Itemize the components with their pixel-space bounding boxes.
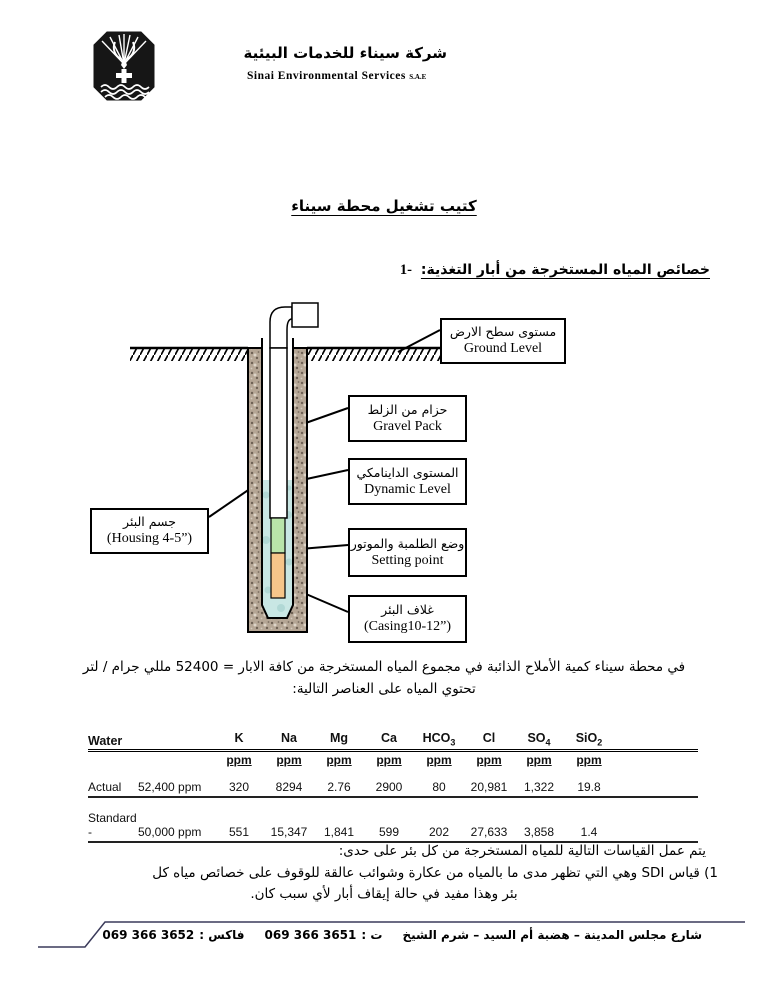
section-number: 1- — [399, 262, 412, 278]
cell-value: 551 — [214, 796, 264, 843]
pump-segment — [270, 517, 286, 554]
callout-gravel-pack: حزام من الزلط Gravel Pack — [348, 395, 467, 442]
unit-ppm: ppm — [376, 752, 402, 767]
cell-value: 19.8 — [564, 766, 614, 798]
row-label: Standard - — [88, 796, 138, 843]
ground-level-arabic: مستوى سطح الارض — [449, 324, 557, 340]
footer-rule — [38, 921, 745, 948]
cell-value: 80 — [414, 766, 464, 798]
row-total: 50,000 ppm — [138, 796, 214, 843]
logo-waves-icon — [100, 84, 150, 100]
housing-arabic: جسم البئر — [123, 514, 176, 530]
callout-ground-level: مستوى سطح الارض Ground Level — [440, 318, 566, 364]
cell-value: 599 — [364, 796, 414, 843]
setting-point-arabic: وضع الطلمبة والموتور — [350, 535, 465, 551]
section-heading-text: خصائص المياه المستخرجة من أبار التغذية: — [420, 262, 710, 278]
footer: شارع مجلس المدينة – هضبة أم السيد – شرم … — [102, 928, 702, 942]
cell-value: 1,841 — [314, 796, 364, 843]
unit-ppm: ppm — [276, 752, 302, 767]
gravel-pack-arabic: حزام من الزلط — [367, 401, 448, 417]
unit-ppm: ppm — [326, 752, 352, 767]
cell-value: 8294 — [264, 766, 314, 798]
footer-rule-line — [38, 921, 745, 948]
company-name-english: Sinai Environmental Services S.A.E — [247, 70, 426, 82]
logo-tree-icon — [101, 34, 147, 65]
tds-line1: في محطة سيناء كمية الأملاح الذائبة في مج… — [82, 659, 686, 675]
cell-value: 20,981 — [464, 766, 514, 798]
col-header-SiO2: SiO2 — [564, 731, 614, 752]
cell-value: 202 — [414, 796, 464, 843]
col-header-Ca: Ca — [364, 731, 414, 752]
casing-arabic: غلاف البئر — [381, 602, 434, 618]
fax-number: 069 366 3652 — [102, 928, 195, 942]
tds-line2: تحتوي المياه على العناصر التالية: — [292, 681, 476, 698]
company-name-english-text: Sinai Environmental Services — [247, 70, 406, 82]
table-header-row: Water K Na Mg Ca HCO3 Cl SO4 SiO2 — [88, 731, 698, 752]
unit-ppm: ppm — [226, 752, 252, 767]
table-row-actual: Actual 52,400 ppm 320 8294 2.76 2900 80 … — [88, 766, 698, 798]
unit-ppm: ppm — [576, 752, 602, 767]
measurements-paragraph: يتم عمل القياسات التالية للمياه المستخرج… — [40, 841, 728, 906]
cell-value: 1,322 — [514, 766, 564, 798]
footer-telephone: ت : 069 366 3651 — [265, 928, 383, 942]
setting-point-english: Setting point — [371, 552, 444, 568]
cell-value: 27,633 — [464, 796, 514, 843]
col-header-Cl: Cl — [464, 731, 514, 752]
wellhead-box — [291, 302, 319, 328]
cell-value: 3,858 — [514, 796, 564, 843]
callout-setting-point: وضع الطلمبة والموتور Setting point — [348, 528, 467, 577]
water-bubbles — [262, 485, 293, 612]
ground-hatch-left — [130, 348, 248, 361]
table-row-standard: Standard - 50,000 ppm 551 15,347 1,841 5… — [88, 796, 698, 843]
tds-paragraph: في محطة سيناء كمية الأملاح الذائبة في مج… — [40, 656, 728, 701]
well-casing-outline — [261, 338, 294, 619]
col-header-K: K — [214, 731, 264, 752]
col-header-water: Water — [88, 731, 138, 752]
cell-value: 15,347 — [264, 796, 314, 843]
unit-ppm: ppm — [476, 752, 502, 767]
callout-dynamic-level: المستوى الداينامكي Dynamic Level — [348, 458, 467, 505]
unit-ppm: ppm — [426, 752, 452, 767]
unit-ppm: ppm — [526, 752, 552, 767]
measurements-item1-line2: بئر وهذا مفيد في حالة إيقاف أبار لأي سبب… — [250, 886, 518, 903]
logo-cross-icon — [116, 69, 132, 83]
table-unit-row: ppm ppm ppm ppm ppm ppm ppm ppm — [88, 750, 698, 767]
motor-segment — [270, 552, 286, 599]
drop-pipe — [269, 347, 288, 519]
footer-fax: فاكس : 069 366 3652 — [102, 928, 244, 942]
logo-ibex-icon — [112, 41, 136, 69]
casing-english: (Casing10-12”) — [363, 619, 452, 635]
water-analysis-table: Water K Na Mg Ca HCO3 Cl SO4 SiO2 ppm pp… — [88, 731, 698, 843]
col-header-Mg: Mg — [314, 731, 364, 752]
row-total: 52,400 ppm — [138, 766, 214, 798]
col-header-Na: Na — [264, 731, 314, 752]
col-header-SO4: SO4 — [514, 731, 564, 752]
footer-address: شارع مجلس المدينة – هضبة أم السيد – شرم … — [402, 928, 702, 942]
row-label: Actual — [88, 766, 138, 798]
housing-english: (Housing 4-5”) — [106, 531, 193, 547]
tel-number: 069 366 3651 — [264, 928, 357, 942]
dynamic-level-arabic: المستوى الداينامكي — [356, 464, 459, 480]
callout-housing: جسم البئر (Housing 4-5”) — [90, 508, 209, 554]
tel-label: ت : — [361, 928, 383, 942]
measurements-intro: يتم عمل القياسات التالية للمياه المستخرج… — [338, 843, 706, 859]
dynamic-level-english: Dynamic Level — [364, 481, 451, 497]
company-name-arabic: شركة سيناء للخدمات البيئية — [243, 44, 447, 62]
cell-value: 2.76 — [314, 766, 364, 798]
cell-value: 1.4 — [564, 796, 614, 843]
cell-value: 2900 — [364, 766, 414, 798]
well-diagram — [130, 302, 530, 633]
company-suffix: S.A.E — [409, 73, 427, 81]
company-logo — [93, 31, 155, 101]
col-header-HCO3: HCO3 — [414, 731, 464, 752]
gravel-pack-english: Gravel Pack — [373, 418, 442, 434]
measurements-item1-line1: 1) قياس SDI وهي التي تظهر مدى ما بالمياه… — [152, 864, 718, 881]
callout-casing: غلاف البئر (Casing10-12”) — [348, 595, 467, 643]
fax-label: فاكس : — [199, 928, 245, 942]
page-title: كتيب تشغيل محطة سيناء — [291, 197, 477, 215]
cell-value: 320 — [214, 766, 264, 798]
ground-level-english: Ground Level — [463, 341, 543, 357]
section-heading: 1- خصائص المياه المستخرجة من أبار التغذي… — [400, 262, 710, 279]
